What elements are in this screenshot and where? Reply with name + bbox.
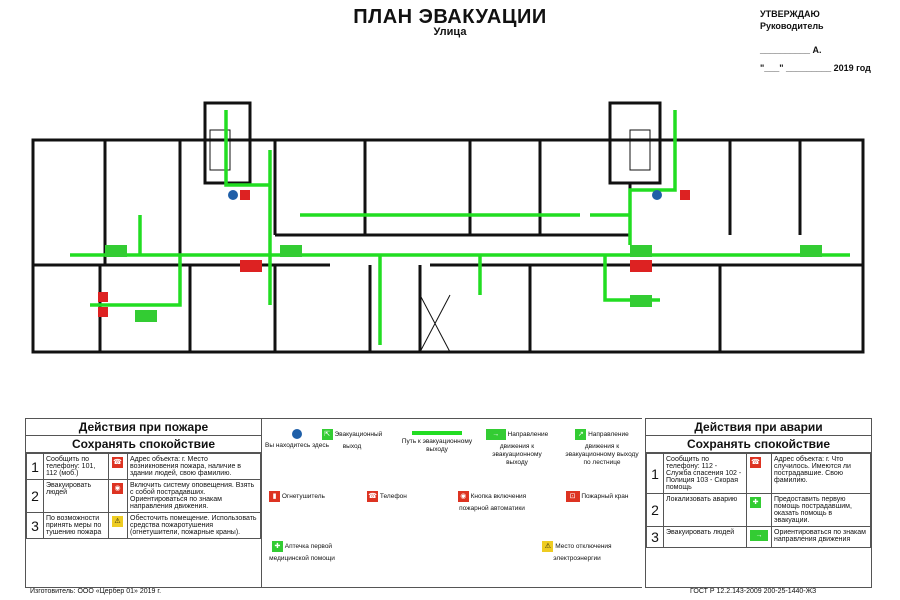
first-aid-icon: ✚ — [750, 497, 761, 508]
phone-icon: ☎ — [367, 491, 379, 502]
step-right-text: Включить систему оповещения. Взять с соб… — [127, 479, 261, 513]
emergency-actions-panel: Действия при аварии Сохранять спокойстви… — [645, 418, 872, 588]
extinguisher-sign — [98, 292, 108, 302]
step-right-text: Обесточить помещение. Использовать средс… — [127, 512, 261, 539]
exit-direction-sign — [280, 245, 302, 257]
exit-direction-icon: → — [750, 530, 768, 541]
step-left-text: Сообщить по телефону: 112 - Служба спасе… — [663, 453, 747, 494]
step-left-text: Сообщить по телефону: 101, 112 (моб.) — [43, 453, 109, 480]
manufacturer-footer: Изготовитель: ООО «Цербер 01» 2019 г. — [30, 588, 162, 595]
legend-item: ▮ Огнетушитель — [262, 491, 332, 505]
exit-direction-sign — [135, 310, 157, 322]
exit-icon: ⇱ — [321, 429, 333, 440]
approval-title: УТВЕРЖДАЮ — [760, 9, 820, 19]
legend: Вы находитесь здесь ⇱ Эвакуационный выхо… — [262, 418, 642, 588]
route-line-icon — [412, 431, 462, 435]
legend-item: → Направление движения к эвакуационному … — [482, 429, 552, 467]
emergency-step-row: 2 Локализовать аварию ✚ Предоставить пер… — [646, 493, 871, 527]
step-number: 2 — [646, 493, 664, 527]
step-right-text: Ориентироваться по знакам направления дв… — [771, 526, 871, 548]
step-left-text: Эвакуировать людей — [43, 479, 109, 513]
step-number: 1 — [26, 453, 44, 480]
approval-block: УТВЕРЖДАЮ Руководитель __________ А. "__… — [760, 8, 871, 74]
fire-hydrant-sign — [240, 260, 262, 272]
plan-subtitle: Улица — [433, 26, 467, 38]
legend-item: Путь к эвакуационному выходу — [392, 431, 482, 454]
gost-footer: ГОСТ Р 12.2.143-2009 200-25-1440-ЖЗ — [690, 588, 817, 595]
exit-direction-sign — [630, 295, 652, 307]
legend-item: ⚠ Место отключения электроэнергии — [542, 541, 612, 563]
you-are-here-marker — [228, 190, 238, 200]
power-off-icon: ⚠ — [542, 541, 554, 552]
exit-direction-sign — [630, 245, 652, 257]
approval-name-line: __________ А. — [760, 45, 822, 55]
step-right-text: Адрес объекта: г. Что случилось. Имеются… — [771, 453, 871, 494]
alarm-button-sign — [680, 190, 690, 200]
you-are-here-icon — [292, 429, 302, 439]
fire-step-row: 3 По возможности принять меры по тушению… — [26, 512, 261, 539]
step-left-text: Локализовать аварию — [663, 493, 747, 527]
step-number: 2 — [26, 479, 44, 513]
legend-item: ⇱ Эвакуационный выход — [317, 429, 387, 451]
step-right-text: Адрес объекта: г. Место возникновения по… — [127, 453, 261, 480]
plan-signs — [98, 190, 822, 322]
warning-icon: ⚠ — [112, 516, 123, 527]
walls — [31, 101, 865, 354]
alarm-button-icon: ◉ — [457, 491, 469, 502]
fire-hydrant-icon: ⊡ — [565, 491, 580, 502]
legend-item: ✚ Аптечка первой медицинской помощи — [269, 541, 335, 562]
step-left-text: Эвакуировать людей — [663, 526, 747, 548]
fire-step-row: 2 Эвакуировать людей ◉ Включить систему … — [26, 479, 261, 513]
legend-item: Вы находитесь здесь — [262, 429, 332, 450]
exit-direction-icon: → — [485, 429, 506, 440]
emergency-step-row: 1 Сообщить по телефону: 112 - Служба спа… — [646, 453, 871, 494]
floor-plan — [31, 101, 865, 354]
approval-date-line: "___" _________ 2019 год — [760, 63, 871, 73]
step-number: 1 — [646, 453, 664, 494]
approval-role: Руководитель — [760, 21, 824, 31]
alarm-button-sign — [240, 190, 250, 200]
step-left-text: По возможности принять меры по тушению п… — [43, 512, 109, 539]
emergency-actions-subheader: Сохранять спокойствие — [646, 436, 871, 453]
fire-step-row: 1 Сообщить по телефону: 101, 112 (моб.) … — [26, 453, 261, 480]
phone-icon: ☎ — [750, 457, 761, 468]
exit-direction-sign — [800, 245, 822, 257]
you-are-here-marker — [652, 190, 662, 200]
step-right-text: Предоставить первую помощь пострадавшим,… — [771, 493, 871, 527]
legend-item: ☎ Телефон — [367, 491, 407, 502]
step-number: 3 — [26, 512, 44, 539]
fire-actions-panel: Действия при пожаре Сохранять спокойстви… — [25, 418, 262, 588]
extinguisher-icon: ▮ — [269, 491, 281, 502]
emergency-step-row: 3 Эвакуировать людей → Ориентироваться п… — [646, 526, 871, 548]
extinguisher-sign — [98, 307, 108, 317]
fire-actions-header: Действия при пожаре — [26, 419, 261, 436]
evacuation-routes — [70, 110, 850, 345]
fire-hydrant-sign — [630, 260, 652, 272]
legend-item: ↗ Направление движения к эвакуационному … — [565, 429, 639, 466]
first-aid-icon: ✚ — [271, 541, 283, 552]
alarm-button-icon: ◉ — [112, 483, 123, 494]
step-number: 3 — [646, 526, 664, 548]
legend-item: ⊡ Пожарный кран — [562, 491, 632, 505]
legend-item: ◉ Кнопка включения пожарной автоматики — [457, 491, 527, 512]
emergency-actions-header: Действия при аварии — [646, 419, 871, 436]
stairs-direction-icon: ↗ — [575, 429, 587, 440]
fire-actions-subheader: Сохранять спокойствие — [26, 436, 261, 453]
phone-icon: ☎ — [112, 457, 123, 468]
plan-title: ПЛАН ЭВАКУАЦИИ — [353, 6, 547, 28]
exit-direction-sign — [105, 245, 127, 257]
